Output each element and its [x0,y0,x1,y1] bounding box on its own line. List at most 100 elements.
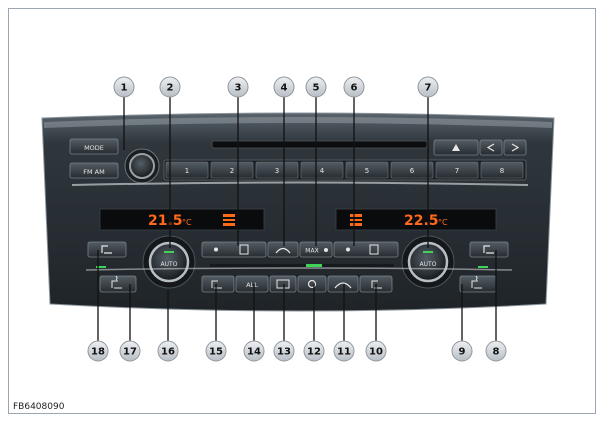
callout-number: 2 [167,83,174,94]
recirculation-icon [334,282,352,289]
eject-button[interactable] [433,139,479,156]
recirculation-button[interactable] [327,275,359,293]
fm-am-button-label: FM AM [83,168,104,176]
seat-heating-icon [471,275,482,289]
left-airflow-button[interactable] [201,241,267,258]
all-sync-button[interactable]: ALL [235,275,269,293]
volume-knob[interactable] [124,148,160,184]
preset-label: 4 [320,167,325,175]
callout-3: 3 [227,76,249,98]
preset-button-6[interactable]: 6 [390,161,434,179]
callout-1: 1 [113,76,135,98]
left-auto-label: AUTO [161,261,178,268]
seat-ventilation-icon [483,245,494,254]
callout-number: 9 [459,347,466,358]
callout-12: 12 [303,340,325,362]
rear-defrost-icon [276,279,290,289]
airflow-person-icon [369,244,379,255]
right-temp-knob[interactable]: AUTO [401,235,455,289]
callout-number: 5 [313,83,320,94]
preset-label: 7 [455,167,459,175]
callout-number: 13 [277,347,291,358]
callout-7: 7 [417,76,439,98]
right-airflow-button[interactable] [333,241,399,258]
right-seat-indicator [478,266,488,268]
preset-button-2[interactable]: 2 [210,161,254,179]
seek-forward-button[interactable] [503,139,527,156]
right-auto-label: AUTO [420,261,437,268]
callout-number: 6 [351,83,358,94]
callout-number: 18 [91,347,105,358]
ac-button[interactable] [297,275,327,293]
callout-number: 14 [247,347,261,358]
seat-heating-icon [111,275,122,289]
preset-buttons: 1 2 3 4 5 6 7 8 [165,161,524,179]
callout-lines [97,97,497,341]
defrost-icon [275,247,291,254]
right-temp-value: 22.5 [404,213,439,229]
callout-5: 5 [305,76,327,98]
right-temp-unit: °C [438,218,448,227]
fm-am-button[interactable]: FM AM [69,162,119,179]
left-temp-unit: °C [182,218,192,227]
preset-button-5[interactable]: 5 [345,161,389,179]
right-seat-heating-button[interactable] [459,275,497,293]
callout-number: 12 [307,347,321,358]
preset-button-3[interactable]: 3 [255,161,299,179]
callout-6: 6 [343,76,365,98]
windshield-defrost-button[interactable] [267,241,299,258]
mode-button[interactable]: MODE [69,138,119,155]
callout-18: 18 [87,340,109,362]
preset-button-8[interactable]: 8 [480,161,524,179]
preset-label: 6 [410,167,415,175]
preset-label: 3 [275,167,279,175]
callout-2: 2 [159,76,181,98]
chevron-left-icon [486,143,495,152]
preset-label: 1 [185,167,189,175]
snowflake-icon [307,279,317,289]
callout-number: 4 [281,83,288,94]
seek-back-button[interactable] [479,139,503,156]
callout-11: 11 [333,340,355,362]
callout-number: 8 [493,347,500,358]
callout-14: 14 [243,340,265,362]
callout-4: 4 [273,76,295,98]
callout-10: 10 [365,340,387,362]
airflow-left-icon [346,247,350,252]
left-temp-knob[interactable]: AUTO [142,235,196,289]
left-temp-value: 21.5 [148,213,183,229]
airflow-person-icon [239,244,249,255]
callout-number: 16 [161,347,175,358]
seat-heating-icon [211,280,222,289]
eject-icon [452,144,460,151]
ac-indicator [306,264,322,267]
left-steering-heat-button[interactable] [201,275,235,293]
preset-button-1[interactable]: 1 [165,161,209,179]
seat-ventilation-icon [101,245,112,254]
preset-label: 2 [230,167,234,175]
left-airflow-icon [223,214,235,226]
figure-code: FB6408090 [13,402,65,412]
right-temp-display [335,208,497,231]
cd-slot [211,140,428,149]
rear-defrost-button[interactable] [269,275,297,293]
preset-button-7[interactable]: 7 [435,161,479,179]
callout-number: 11 [337,347,351,358]
preset-button-4[interactable]: 4 [300,161,344,179]
callout-number: 10 [369,347,383,358]
snowflake-icon [324,248,328,252]
mode-button-label: MODE [84,144,104,152]
right-airflow-icon [350,214,362,226]
right-auto-indicator [423,251,433,253]
left-auto-indicator [164,251,174,253]
chevron-right-icon [511,143,520,152]
left-seat-heating-button[interactable] [99,275,137,293]
callout-9: 9 [451,340,473,362]
preset-label: 5 [365,167,369,175]
callout-15: 15 [205,340,227,362]
left-seat-ventilation-button[interactable] [87,241,127,258]
all-label: ALL [246,281,258,289]
callout-16: 16 [157,340,179,362]
right-seat-ventilation-button[interactable] [469,241,509,258]
